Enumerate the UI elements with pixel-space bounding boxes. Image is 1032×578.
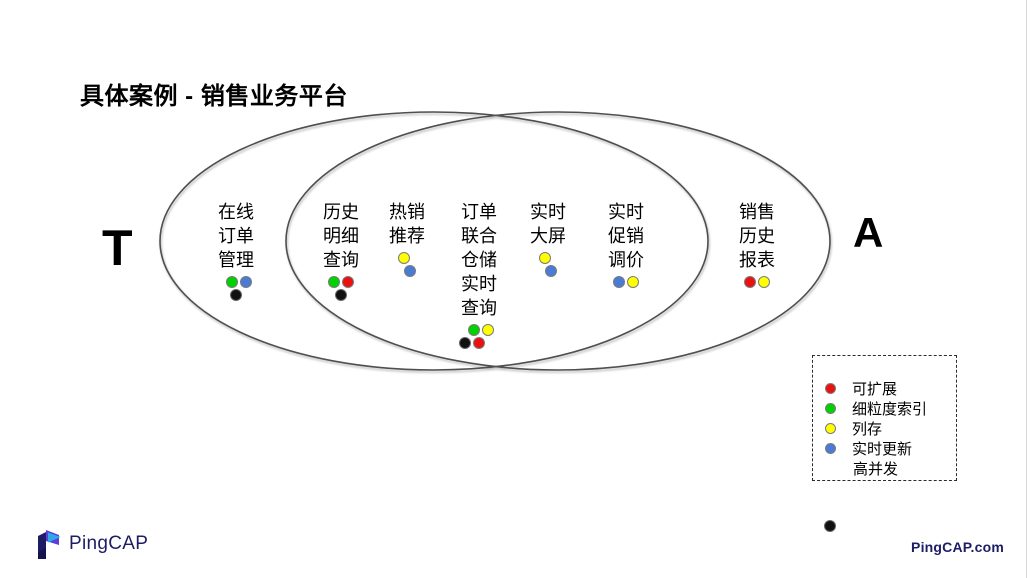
pingcap-logo-text: PingCAP xyxy=(69,533,149,554)
venn-item-history-detail-query: 历史明细查询 xyxy=(323,200,359,301)
item-label-line: 实时 xyxy=(530,202,566,222)
legend-dot-placeholder xyxy=(825,462,837,474)
item-label-line: 联合 xyxy=(461,226,497,246)
legend-label: 高并发 xyxy=(853,460,899,478)
yellow-dot xyxy=(398,252,410,264)
venn-ellipse-right xyxy=(285,111,831,371)
item-feature-dots xyxy=(389,252,425,277)
legend-row: 可扩展 xyxy=(813,378,956,398)
slide-right-edge xyxy=(1026,0,1027,578)
item-label-line: 大屏 xyxy=(530,226,566,246)
blue-dot xyxy=(404,265,416,277)
item-feature-dots xyxy=(323,276,359,301)
yellow-dot xyxy=(825,422,836,434)
legend-label: 细粒度索引 xyxy=(852,400,928,418)
green-dot xyxy=(825,402,836,414)
item-label-line: 管理 xyxy=(218,250,254,270)
black-dot xyxy=(459,337,471,349)
venn-item-order-joint-warehouse-realtime-query: 订单联合仓储实时查询 xyxy=(459,200,497,349)
blue-dot xyxy=(240,276,252,288)
black-dot xyxy=(230,289,242,301)
item-label-line: 实时 xyxy=(608,202,644,222)
red-dot xyxy=(825,382,836,394)
item-label-line: 明细 xyxy=(323,226,359,246)
item-label-line: 调价 xyxy=(608,250,644,270)
yellow-dot xyxy=(539,252,551,264)
venn-item-sales-history-report: 销售历史报表 xyxy=(739,200,775,288)
legend-row: 列存 xyxy=(813,418,956,438)
venn-item-realtime-dashboard: 实时大屏 xyxy=(530,200,566,277)
legend-box: 可扩展细粒度索引列存实时更新高并发 xyxy=(812,355,957,481)
dot-row xyxy=(468,324,494,336)
blue-dot xyxy=(613,276,625,288)
legend-label: 可扩展 xyxy=(852,380,898,398)
dot-row xyxy=(398,252,410,264)
blue-dot xyxy=(545,265,557,277)
item-feature-dots xyxy=(608,276,644,288)
venn-left-label: T xyxy=(102,220,133,276)
black-dot xyxy=(335,289,347,301)
legend-label: 列存 xyxy=(852,420,883,438)
dot-row xyxy=(545,265,557,277)
black-dot xyxy=(824,520,836,532)
dot-row xyxy=(226,276,252,288)
item-label-line: 查询 xyxy=(323,250,359,270)
dot-row xyxy=(613,276,639,288)
item-label-line: 仓储 xyxy=(461,250,497,270)
red-dot xyxy=(744,276,756,288)
yellow-dot xyxy=(627,276,639,288)
pingcap-logo: PingCAP xyxy=(36,528,148,560)
venn-item-online-order-management: 在线订单管理 xyxy=(218,200,254,301)
red-dot xyxy=(473,337,485,349)
item-feature-dots xyxy=(739,276,775,288)
item-feature-dots xyxy=(530,252,566,277)
dot-row xyxy=(459,337,485,349)
green-dot xyxy=(226,276,238,288)
item-label-line: 推荐 xyxy=(389,226,425,246)
legend-row: 细粒度索引 xyxy=(813,398,956,418)
legend-row: 实时更新 xyxy=(813,438,956,458)
item-feature-dots xyxy=(218,276,254,301)
green-dot xyxy=(468,324,480,336)
item-label-line: 促销 xyxy=(608,226,644,246)
blue-dot xyxy=(825,442,836,454)
venn-item-hot-sale-recommendation: 热销推荐 xyxy=(389,200,425,277)
legend-entries: 可扩展细粒度索引列存实时更新高并发 xyxy=(813,378,956,478)
item-label-line: 查询 xyxy=(461,298,497,318)
page-title: 具体案例 - 销售业务平台 xyxy=(80,83,348,110)
item-label-line: 在线 xyxy=(218,202,254,222)
dot-row xyxy=(230,289,242,301)
venn-ellipse-left xyxy=(159,111,709,371)
yellow-dot xyxy=(758,276,770,288)
legend-row: 高并发 xyxy=(813,458,956,478)
item-feature-dots xyxy=(459,324,497,349)
dot-row xyxy=(744,276,770,288)
dot-row xyxy=(404,265,416,277)
item-label-line: 历史 xyxy=(739,226,775,246)
pingcap-logo-icon xyxy=(38,530,61,559)
dot-row xyxy=(328,276,354,288)
green-dot xyxy=(328,276,340,288)
red-dot xyxy=(342,276,354,288)
dot-row xyxy=(335,289,347,301)
item-label-line: 热销 xyxy=(389,202,425,222)
item-label-line: 订单 xyxy=(218,226,254,246)
legend-label: 实时更新 xyxy=(852,440,913,458)
dot-row xyxy=(539,252,551,264)
venn-item-realtime-promo-pricing: 实时促销调价 xyxy=(608,200,644,288)
item-label-line: 实时 xyxy=(461,274,497,294)
item-label-line: 销售 xyxy=(739,202,775,222)
yellow-dot xyxy=(482,324,494,336)
pingcap-site-link[interactable]: PingCAP.com xyxy=(911,539,1004,555)
item-label-line: 订单 xyxy=(461,202,497,222)
item-label-line: 历史 xyxy=(323,202,359,222)
venn-right-label: A xyxy=(853,209,884,256)
item-label-line: 报表 xyxy=(739,250,775,270)
